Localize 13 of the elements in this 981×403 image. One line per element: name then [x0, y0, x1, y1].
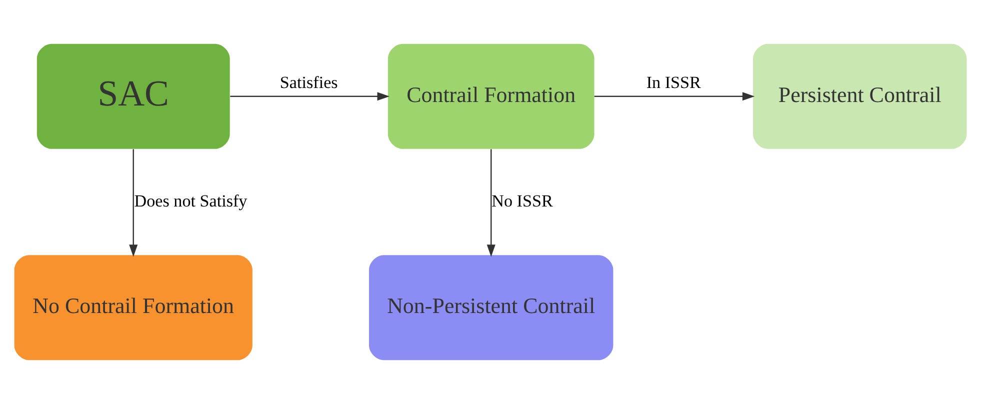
node-box: Contrail Formation: [388, 43, 594, 148]
edge-label: No ISSR: [492, 191, 553, 210]
node-box: Non-Persistent Contrail: [369, 254, 614, 360]
edge-label: Satisfies: [280, 72, 338, 92]
arrow: [594, 92, 755, 100]
arrow: [129, 148, 138, 256]
node-box: No Contrail Formation: [14, 254, 252, 360]
edge-label: In ISSR: [646, 72, 701, 92]
node-box: SAC: [36, 43, 230, 148]
node-box: Persistent Contrail: [753, 43, 967, 148]
edge-label: Does not Satisfy: [134, 191, 248, 210]
arrow: [230, 92, 390, 100]
arrow: [486, 148, 496, 256]
